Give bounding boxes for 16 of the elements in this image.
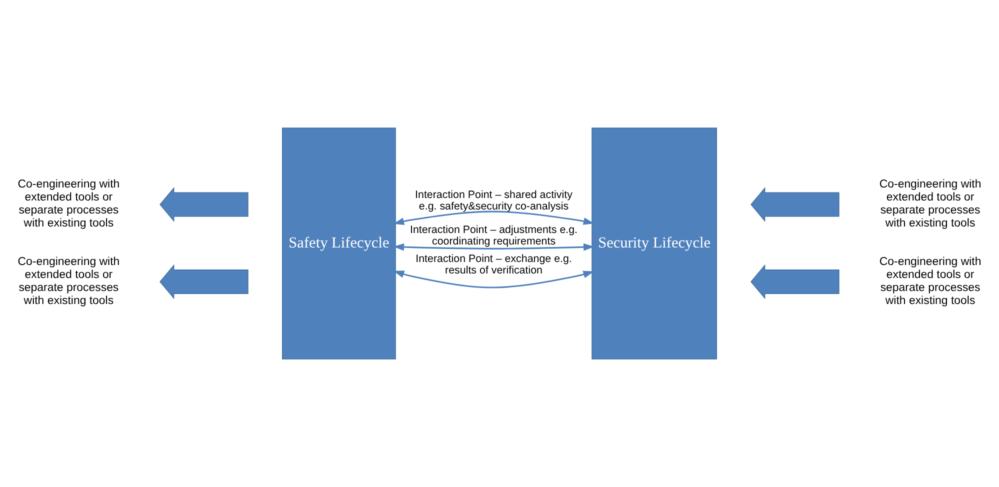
node-arrow: [160, 264, 248, 300]
node-arrow: [750, 264, 840, 300]
node-arrow: [750, 187, 840, 222]
arrow: [393, 270, 594, 288]
arrow: [393, 243, 594, 251]
edge-label: Interaction Point – exchange e.g. results of verification: [416, 253, 572, 276]
node-box: Security Lifecycle: [592, 128, 717, 360]
node-label: Co-engineering with extended tools or separate processes with existing tools: [18, 256, 120, 307]
arrow: [393, 210, 594, 226]
edge-label: Interaction Point – shared activity e.g. safety&security co-analysis: [415, 188, 572, 212]
node-label: Co-engineering with extended tools or separate processes with existing tools: [18, 178, 120, 230]
node-label: Co-engineering with extended tools or separate processes with existing tools: [879, 178, 982, 230]
node-box: Safety Lifecycle: [282, 128, 396, 360]
node-arrow: [160, 187, 248, 222]
node-label: Co-engineering with extended tools or separate processes with existing tools: [879, 256, 982, 307]
edge-label: Interaction Point – adjustments e.g. coordinating requirements: [410, 224, 578, 248]
